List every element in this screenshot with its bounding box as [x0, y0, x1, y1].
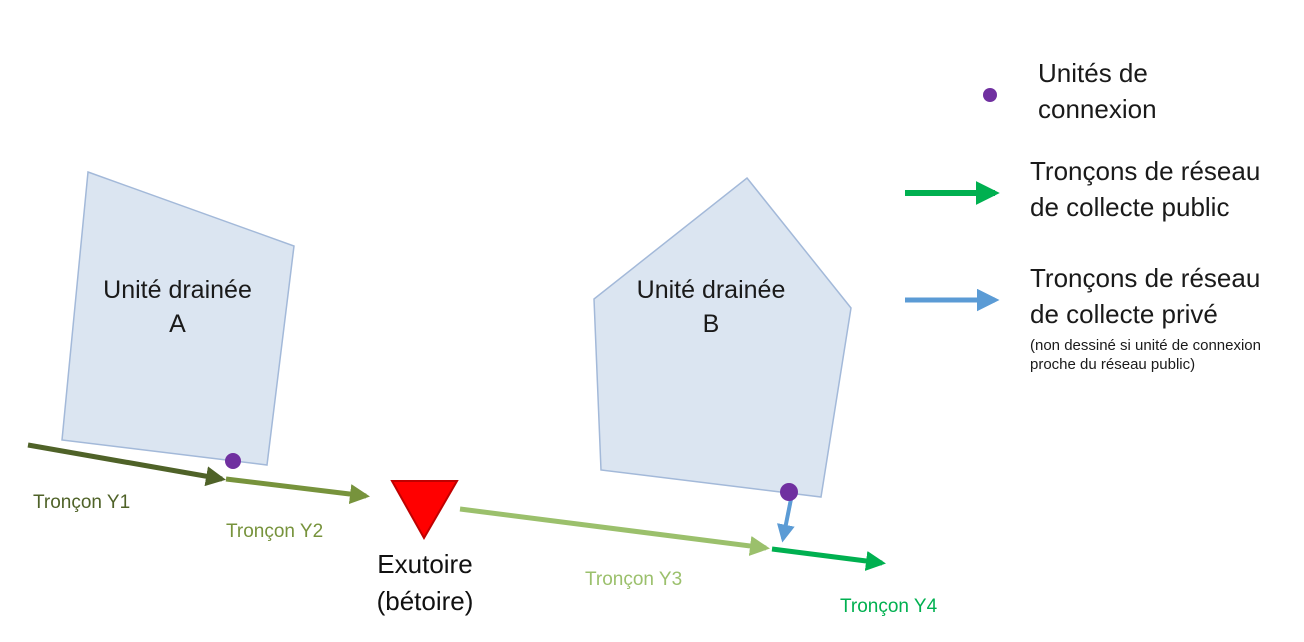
legend-private-note: (non dessiné si unité de connexion proch… [1030, 337, 1261, 373]
outlet-label: Exutoire (bétoire) [340, 546, 510, 620]
drained-unit-a-label: Unité drainée A [70, 273, 285, 341]
troncon-y2-arrow [225, 476, 370, 504]
outlet-label-line2: (bétoire) [376, 586, 474, 616]
legend-connection-label: Unités de connexion [1038, 58, 1157, 124]
outlet-label-line1: Exutoire [377, 549, 473, 579]
troncon-y3-arrow [459, 506, 770, 556]
troncon-y4-label: Tronçon Y4 [840, 596, 938, 617]
connection-unit-b-dot [780, 483, 798, 501]
troncon-y4-arrow [771, 546, 886, 571]
unit-b-name: Unité drainée [636, 276, 786, 304]
outlet-triangle-icon [390, 480, 459, 541]
unit-a-id: A [169, 310, 186, 338]
legend-public-label: Tronçons de réseau de collecte public [1030, 156, 1261, 222]
troncon-y1-label: Tronçon Y1 [33, 492, 131, 513]
unit-a-name: Unité drainée [103, 276, 252, 304]
private-segment-arrow [776, 498, 795, 543]
drained-unit-b-label: Unité drainée B [605, 273, 817, 341]
troncon-y1-arrow [27, 442, 226, 487]
unit-b-id: B [702, 310, 720, 338]
drained-unit-a-polygon [61, 170, 295, 466]
legend-private-label: Tronçons de réseau de collecte privé [1030, 263, 1261, 329]
troncon-y3-label: Tronçon Y3 [585, 569, 683, 590]
legend-connection-dot-icon [983, 88, 997, 102]
troncon-y2-label: Tronçon Y2 [226, 521, 324, 542]
connection-unit-a-dot [225, 453, 241, 469]
drained-unit-b-polygon [593, 176, 852, 498]
